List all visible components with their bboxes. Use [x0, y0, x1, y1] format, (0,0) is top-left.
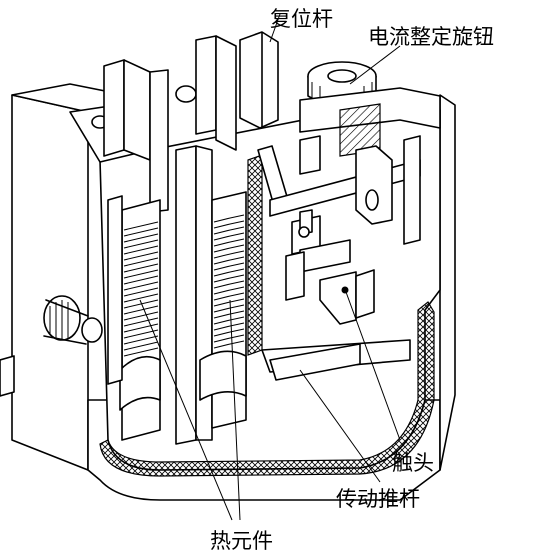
coil-winding [213, 220, 245, 229]
coil-winding [123, 305, 159, 315]
coil-winding [123, 293, 159, 303]
coil-winding [213, 238, 245, 247]
leader-push-rod [299, 369, 381, 483]
coil-winding [213, 280, 245, 289]
coil-winding [123, 221, 159, 231]
coil-winding [213, 328, 245, 337]
leader-contact [345, 291, 401, 441]
post-2-stem [175, 145, 197, 445]
coil-winding [213, 244, 245, 253]
coil-winding [213, 256, 245, 265]
coil-winding [123, 257, 159, 267]
coil-winding [123, 281, 159, 291]
bimetal-left [107, 195, 123, 385]
label-push-rod: 传动推杆 [336, 487, 420, 511]
coil-winding [123, 269, 159, 279]
post-1 [103, 59, 125, 157]
terminal-screw-2b [175, 85, 197, 103]
coil-winding [123, 239, 159, 249]
coil-winding [123, 347, 159, 357]
coil-winding [213, 286, 245, 295]
coil-winding [123, 275, 159, 285]
coil-winding [213, 310, 245, 319]
housing-left-face [11, 94, 89, 471]
coil-winding [123, 251, 159, 261]
coil-winding [123, 287, 159, 297]
coil-winding [123, 227, 159, 237]
coil-winding [213, 214, 245, 223]
heating-element-left [107, 195, 161, 441]
current-setting-knob[interactable] [299, 61, 441, 175]
coil-winding [213, 274, 245, 283]
coil-winding [123, 329, 159, 339]
spring-post [403, 135, 421, 245]
coil-winding [123, 323, 159, 333]
divider-wall [247, 154, 263, 356]
coil-winding [213, 292, 245, 301]
coil-winding [123, 317, 159, 327]
coil-winding [213, 298, 245, 307]
leader-heater-2 [229, 299, 241, 521]
coil-winding [213, 316, 245, 325]
coil-winding [123, 263, 159, 273]
heating-element-right [199, 191, 247, 429]
reset-lever[interactable] [239, 31, 279, 129]
coil-winding [213, 334, 245, 343]
coil-winding [213, 262, 245, 271]
coil-winding [213, 304, 245, 313]
leaders [139, 13, 401, 521]
label-heating-element: 热元件 [210, 529, 273, 553]
post-2 [195, 35, 217, 135]
lever-arm [355, 145, 393, 225]
leader-heater-1 [139, 299, 233, 521]
coil-winding [123, 233, 159, 243]
label-reset-lever: 复位杆 [270, 7, 333, 31]
label-contact: 触头 [392, 451, 434, 475]
coil-winding [213, 322, 245, 331]
mechanism [269, 135, 421, 381]
side-knob-cap [81, 317, 103, 343]
leader-reset-lever [269, 13, 281, 43]
coil-winding [123, 311, 159, 321]
inner-liner [99, 301, 435, 477]
mounting-foot [0, 355, 15, 397]
actuator-bar [269, 343, 361, 381]
heater-clamp-right [199, 350, 247, 401]
coil-winding [123, 245, 159, 255]
housing-right-face [439, 94, 456, 471]
coil-winding [123, 299, 159, 309]
coil-winding [213, 232, 245, 241]
coil-winding [213, 250, 245, 259]
heater-clamp-left [119, 355, 161, 411]
coil-winding [123, 341, 159, 351]
contact-point [341, 286, 349, 294]
coil-winding [213, 340, 245, 349]
contact-blade [319, 271, 357, 325]
label-current-knob: 电流整定旋钮 [368, 25, 494, 49]
post-1b [149, 69, 169, 213]
leader-current-knob [349, 45, 401, 85]
coil-winding [213, 268, 245, 277]
coil-winding [213, 226, 245, 235]
